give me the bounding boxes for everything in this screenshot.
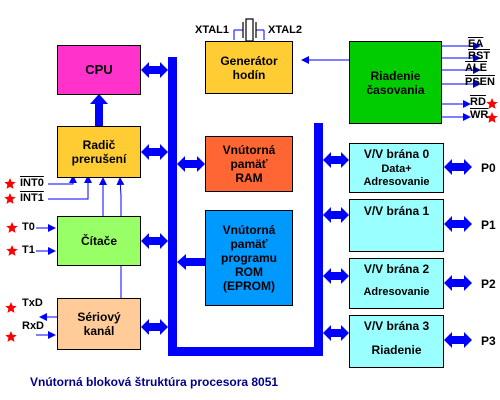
p1-arrow bbox=[444, 216, 472, 232]
bus-arrows bbox=[90, 62, 472, 348]
star-icon-wr bbox=[486, 112, 498, 123]
signal-txd: TxD bbox=[22, 297, 43, 309]
port-subtitle: Data+ Adresovanie bbox=[363, 163, 430, 188]
clock-generator-block: Generátor hodín bbox=[205, 41, 293, 94]
pin-p3: P3 bbox=[481, 334, 496, 348]
port-title: V/V brána 2 bbox=[363, 262, 430, 276]
rom-bus-arrow bbox=[177, 254, 205, 270]
star-icon-rd bbox=[486, 98, 498, 109]
pin-p1: P1 bbox=[481, 218, 496, 232]
port-subtitle: Adresovanie bbox=[363, 286, 430, 298]
star-icon-txd bbox=[5, 302, 17, 313]
signal-ale: ALE bbox=[465, 62, 487, 74]
port-title: V/V brána 0 bbox=[363, 147, 430, 161]
port3-bus-arrow bbox=[323, 325, 349, 341]
signal-int1: INT1 bbox=[20, 192, 44, 204]
port-subtitle: Riadenie bbox=[371, 343, 422, 357]
timing-control-block: Riadenie časovania bbox=[349, 41, 442, 124]
xtal1-label: XTAL1 bbox=[195, 24, 230, 36]
cpu-bus-arrow bbox=[141, 62, 168, 78]
signal-int0: INT0 bbox=[20, 177, 44, 189]
star-icon-rxd bbox=[5, 331, 17, 342]
port1-bus-arrow bbox=[323, 207, 349, 223]
internal-bus bbox=[168, 57, 323, 356]
star-icon-t1 bbox=[6, 245, 18, 256]
io-port-3: V/V brána 3 Riadenie bbox=[349, 315, 444, 368]
port2-bus-arrow bbox=[323, 268, 349, 284]
internal-rom-block: Vnútorná pamäť programu ROM (EPROM) bbox=[205, 210, 293, 306]
signal-rd: RD bbox=[470, 96, 486, 108]
interrupt-controller-block: Radič prerušení bbox=[57, 126, 141, 178]
counters-block: Čítače bbox=[57, 216, 141, 266]
signal-rst: RST bbox=[468, 50, 490, 62]
ram-bus-arrow bbox=[177, 156, 205, 172]
serial-bus-arrow bbox=[141, 319, 168, 335]
signal-t1: T1 bbox=[22, 244, 35, 256]
signal-wr: WR bbox=[470, 109, 489, 121]
pin-p2: P2 bbox=[481, 277, 496, 291]
port-title: V/V brána 1 bbox=[363, 204, 430, 218]
star-icon-t0 bbox=[6, 222, 18, 233]
internal-ram-block: Vnútorná pamäť RAM bbox=[205, 136, 293, 192]
p3-arrow bbox=[444, 332, 472, 348]
signal-t0: T0 bbox=[22, 221, 35, 233]
interrupt-bus-arrow bbox=[141, 144, 168, 160]
signal-ea: EA bbox=[468, 38, 484, 50]
pin-p0: P0 bbox=[481, 161, 496, 175]
star-icon-int1 bbox=[4, 193, 16, 204]
diagram-caption: Vnútorná bloková štruktúra procesora 805… bbox=[30, 375, 279, 389]
port-title: V/V brána 3 bbox=[363, 319, 430, 333]
io-port-2: V/V brána 2 Adresovanie bbox=[349, 258, 444, 309]
interrupt-cpu-arrow bbox=[90, 94, 108, 126]
signal-rxd: RxD bbox=[22, 320, 45, 332]
io-port-0: V/V brána 0 Data+ Adresovanie bbox=[349, 143, 444, 193]
port0-bus-arrow bbox=[323, 152, 349, 168]
xtal2-label: XTAL2 bbox=[268, 24, 303, 36]
star-icon-int0 bbox=[4, 178, 16, 189]
signal-wires bbox=[36, 29, 481, 339]
signal-psen: PSEN bbox=[465, 76, 495, 88]
counters-bus-arrow bbox=[141, 233, 168, 249]
serial-channel-block: Sériový kanál bbox=[57, 298, 141, 350]
io-port-1: V/V brána 1 bbox=[349, 199, 444, 252]
p0-arrow bbox=[444, 159, 472, 175]
cpu-block: CPU bbox=[57, 45, 141, 95]
crystal-icon bbox=[242, 18, 257, 42]
p2-arrow bbox=[444, 275, 472, 291]
